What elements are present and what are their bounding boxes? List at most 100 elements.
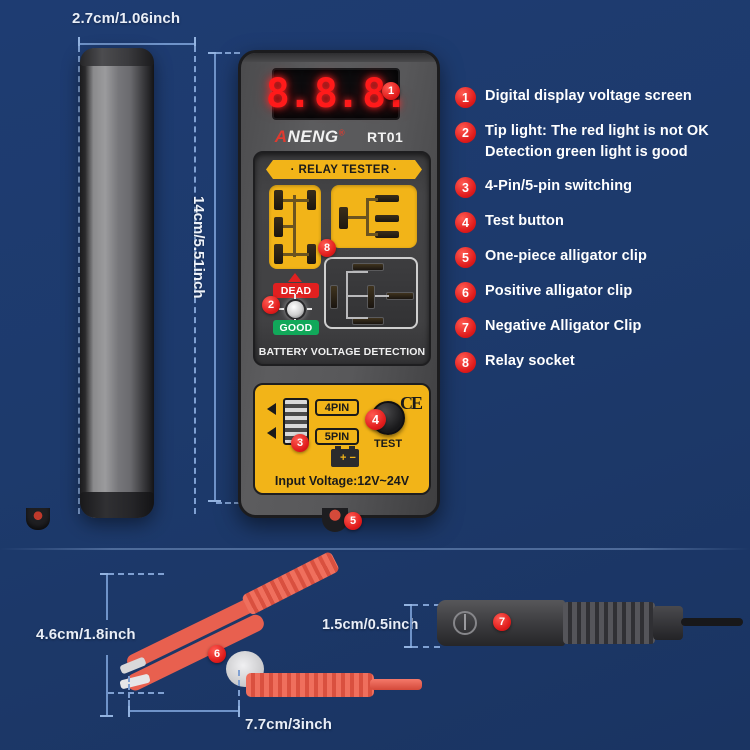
input-voltage-label: Input Voltage:12V~24V (274, 474, 410, 488)
socket-wire-h (283, 199, 295, 202)
marker-relay-socket: 8 (318, 239, 336, 257)
legend-badge-1: 1 (455, 87, 476, 108)
legend-item-1: 1 Digital display voltage screen (455, 86, 745, 108)
marker-tip-light: 2 (262, 296, 280, 314)
battery-bolt-icon: + − (340, 452, 356, 464)
legend-label-3: 4-Pin/5-pin switching (485, 178, 633, 195)
switch-option-4pin[interactable]: 4PIN (315, 399, 359, 416)
test-button-label: TEST (373, 438, 403, 450)
display-digit-2: 8. (313, 71, 360, 117)
black-clip-button-line (464, 614, 466, 630)
led-ray (307, 308, 312, 310)
legend-label-2-line1: Tip light: The red light is not OK (485, 123, 709, 139)
clip-height-guide-top (108, 573, 164, 575)
socket-slot (352, 317, 384, 325)
legend-item-7: 7 Negative Alligator Clip (455, 316, 745, 339)
display-digit-1: 8. (265, 71, 312, 117)
positive-alligator-clip (119, 550, 422, 725)
marker-positive-clip: 6 (208, 645, 226, 663)
width-tick-right (194, 37, 196, 50)
legend-item-4: 4 Test button (455, 211, 745, 234)
legend-item-6: 6 Positive alligator clip (455, 281, 745, 304)
clip-upper-grip (241, 550, 341, 616)
clip-width-line (128, 710, 240, 712)
device-cable-exit (322, 508, 348, 532)
height-tick-top (208, 52, 221, 54)
marker-one-piece-clip: 5 (344, 512, 362, 530)
socket-wire-h (375, 295, 389, 297)
led-dead-label: DEAD (273, 283, 319, 298)
legend-item-5: 5 One-piece alligator clip (455, 246, 745, 269)
socket-slot (274, 217, 283, 237)
legend-badge-5: 5 (455, 247, 476, 269)
socket-slot (274, 190, 283, 210)
height-dim-line (214, 52, 216, 502)
marker-screen: 1 (382, 82, 400, 100)
socket-slot (339, 207, 348, 229)
socket-slot (375, 195, 399, 202)
legend-label-2: Tip light: The red light is not OK Detec… (485, 121, 709, 163)
relay-socket-center[interactable] (324, 257, 418, 329)
relay-tester-device: 8. 8. 8. AANENGNENG® RT01 · RELAY TESTER… (238, 50, 440, 518)
socket-slot (307, 244, 316, 264)
led-ray (294, 294, 296, 299)
legend-badge-8: 8 (455, 352, 476, 374)
socket-slot (386, 292, 414, 300)
marker-negative-clip: 7 (493, 613, 511, 631)
relay-socket-4pin[interactable] (269, 185, 321, 269)
width-dimension-label: 2.7cm/1.06inch (72, 10, 181, 27)
relay-socket-panel: · RELAY TESTER · (253, 151, 431, 366)
digital-display-screen: 8. 8. 8. (266, 68, 408, 120)
brand-logo: AANENGNENG® (274, 127, 346, 146)
clip-width-guide-right (238, 670, 240, 706)
clip-width-label: 7.7cm/3inch (245, 716, 332, 733)
switch-option-5pin[interactable]: 5PIN (315, 428, 359, 445)
socket-slot (367, 285, 375, 309)
socket-wire-h (348, 216, 368, 219)
clip-lower-grip (246, 673, 374, 697)
clip-height-label: 4.6cm/1.8inch (36, 626, 136, 643)
legend-item-2: 2 Tip light: The red light is not OK Det… (455, 121, 745, 163)
negative-alligator-clip (437, 600, 743, 648)
clip-width-tick-right (238, 704, 240, 717)
black-clip-tail (653, 606, 683, 640)
socket-wire-h (283, 225, 295, 228)
legend-badge-4: 4 (455, 212, 476, 234)
led-ray (279, 308, 284, 310)
device-side-view (80, 48, 154, 518)
relay-tester-banner: · RELAY TESTER · (266, 160, 422, 179)
socket-wire-h (295, 199, 309, 202)
battery-icon: + − (331, 446, 359, 467)
socket-wire-v (366, 198, 369, 236)
legend-badge-2: 2 (455, 122, 476, 143)
height-dimension-label: 14cm/5.51inch (190, 196, 207, 299)
marker-test-button: 4 (365, 409, 386, 430)
socket-slot (352, 263, 384, 271)
socket-wire-h (283, 253, 295, 256)
control-panel: 4PIN 5PIN TEST CE + − Input Voltage:12V~… (253, 383, 431, 495)
clip-height-guide-bottom (108, 692, 164, 694)
black-clip-guide-top (412, 604, 440, 606)
legend-list: 1 Digital display voltage screen 2 Tip l… (455, 86, 745, 386)
legend-label-7: Negative Alligator Clip (485, 318, 642, 335)
black-clip-tick-top (404, 604, 417, 606)
width-guide-left (78, 46, 80, 514)
black-clip-cable (681, 618, 743, 626)
switch-arrow-down-icon (267, 427, 276, 439)
model-number: RT01 (367, 129, 404, 145)
black-clip-dimension-label: 1.5cm/0.5inch (322, 617, 419, 633)
socket-wire-h (366, 233, 378, 236)
relay-socket-5pin[interactable] (331, 185, 417, 248)
clip-height-line-top (106, 573, 108, 620)
switch-arrow-up-icon (267, 403, 276, 415)
height-tick-bottom (208, 500, 221, 502)
black-clip-button-icon[interactable] (453, 611, 477, 635)
socket-wire-h (346, 317, 368, 319)
battery-voltage-detection-label: BATTERY VOLTAGE DETECTION (258, 346, 426, 358)
socket-slot (307, 190, 316, 210)
led-good-label: GOOD (273, 320, 319, 335)
legend-label-2-line2: Detection green light is good (485, 144, 688, 161)
black-clip-guide-bottom (412, 646, 440, 648)
clip-width-tick-left (128, 704, 130, 717)
